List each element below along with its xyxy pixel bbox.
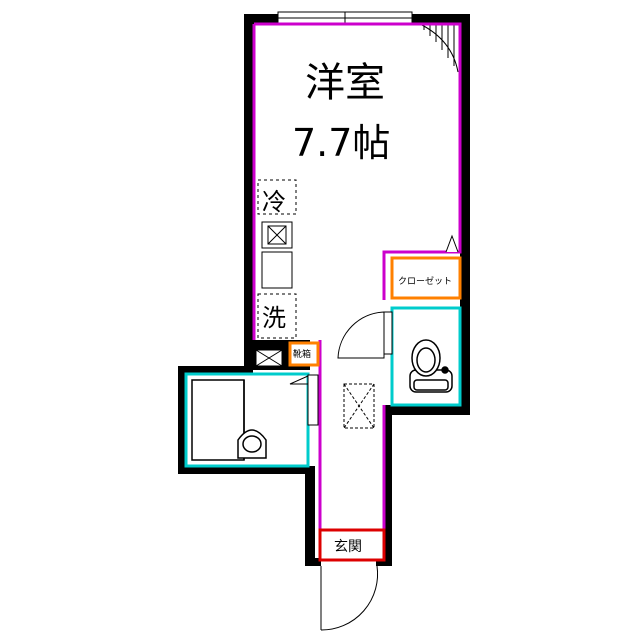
western-room-size: 7.7帖 [292, 121, 391, 165]
closet-label: クローゼット [398, 277, 453, 287]
sink-icon [261, 251, 293, 289]
bathroom-door-icon [289, 374, 319, 426]
balcony-hatch-icon [419, 23, 460, 73]
closet [390, 256, 462, 300]
entrance [318, 528, 386, 562]
entrance-label: 玄関 [334, 539, 362, 555]
stove-icon [261, 221, 293, 249]
fridge-label: 冷 [262, 188, 286, 216]
closet-door-icon [445, 234, 459, 253]
shoe-cabinet-label: 靴箱 [293, 350, 312, 360]
toilet-icon [409, 339, 453, 393]
ventilation-icon [255, 349, 283, 367]
shoe-cabinet [288, 341, 320, 367]
washer-label: 洗 [262, 304, 286, 332]
sink-icon [237, 429, 267, 459]
western-room-name: 洋室 [305, 60, 385, 106]
entrance-door-icon [320, 565, 379, 631]
window-icon [277, 11, 413, 25]
fridge [257, 179, 297, 215]
washer [257, 293, 297, 339]
door-swing-icon [337, 311, 393, 359]
ceiling-hatch-icon [343, 383, 375, 429]
